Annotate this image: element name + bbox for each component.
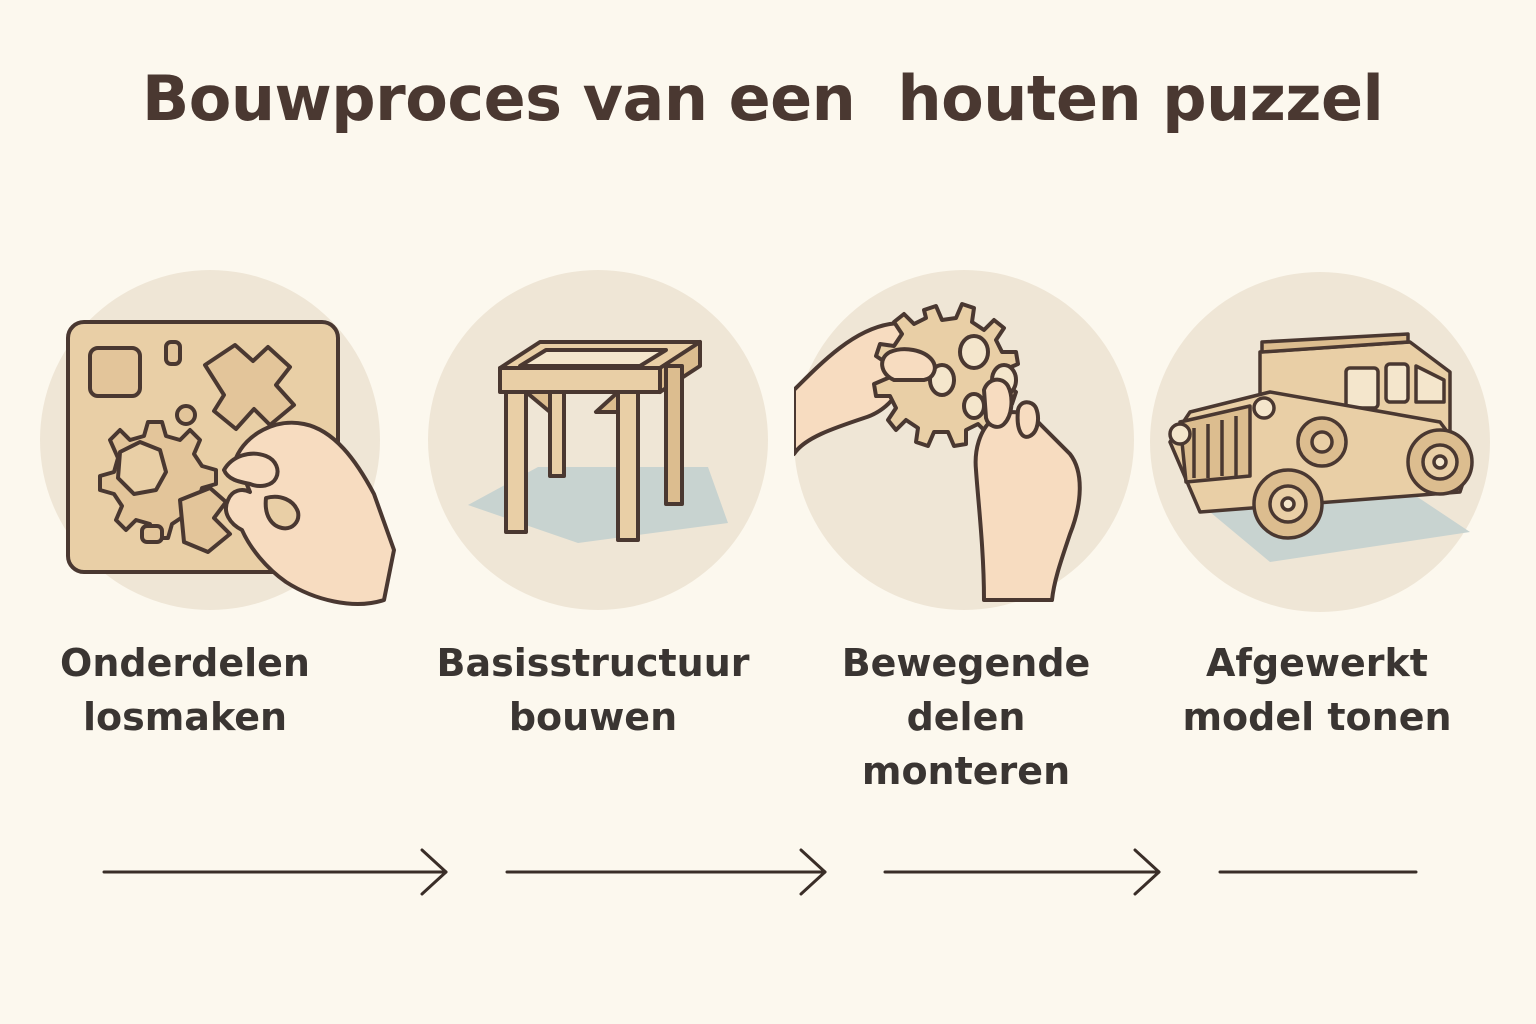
step-4-label: Afgewerkt model tonen (1137, 636, 1497, 744)
step-4-label-line2: model tonen (1182, 695, 1452, 739)
step-3-label-line2: delen (906, 695, 1026, 739)
step-2-circle (428, 270, 768, 610)
flow-line-end (1218, 870, 1418, 874)
wooden-car-model-icon (1168, 332, 1474, 562)
step-3-label-line3: monteren (861, 749, 1071, 793)
flow-arrow-1 (102, 848, 448, 896)
step-1-label-line1: Onderdelen (60, 641, 310, 685)
step-1-label-line2: losmaken (82, 695, 288, 739)
step-1-label: Onderdelen losmaken (5, 636, 365, 744)
step-2-label-line2: bouwen (508, 695, 678, 739)
step-2-label: Basisstructuur bouwen (413, 636, 773, 744)
step-2-label-line1: Basisstructuur (436, 641, 750, 685)
flow-arrow-3 (883, 848, 1161, 896)
wooden-frame-icon (468, 340, 728, 543)
step-3-label: Bewegende delen monteren (786, 636, 1146, 798)
wooden-puzzle-sheet-icon (66, 320, 396, 606)
gear-assembly-icon (794, 302, 1082, 602)
page-title: Bouwproces van een houten puzzel (142, 62, 1384, 135)
step-3-label-line1: Bewegende (841, 641, 1091, 685)
step-4-label-line1: Afgewerkt (1206, 641, 1428, 685)
flow-arrow-2 (505, 848, 827, 896)
